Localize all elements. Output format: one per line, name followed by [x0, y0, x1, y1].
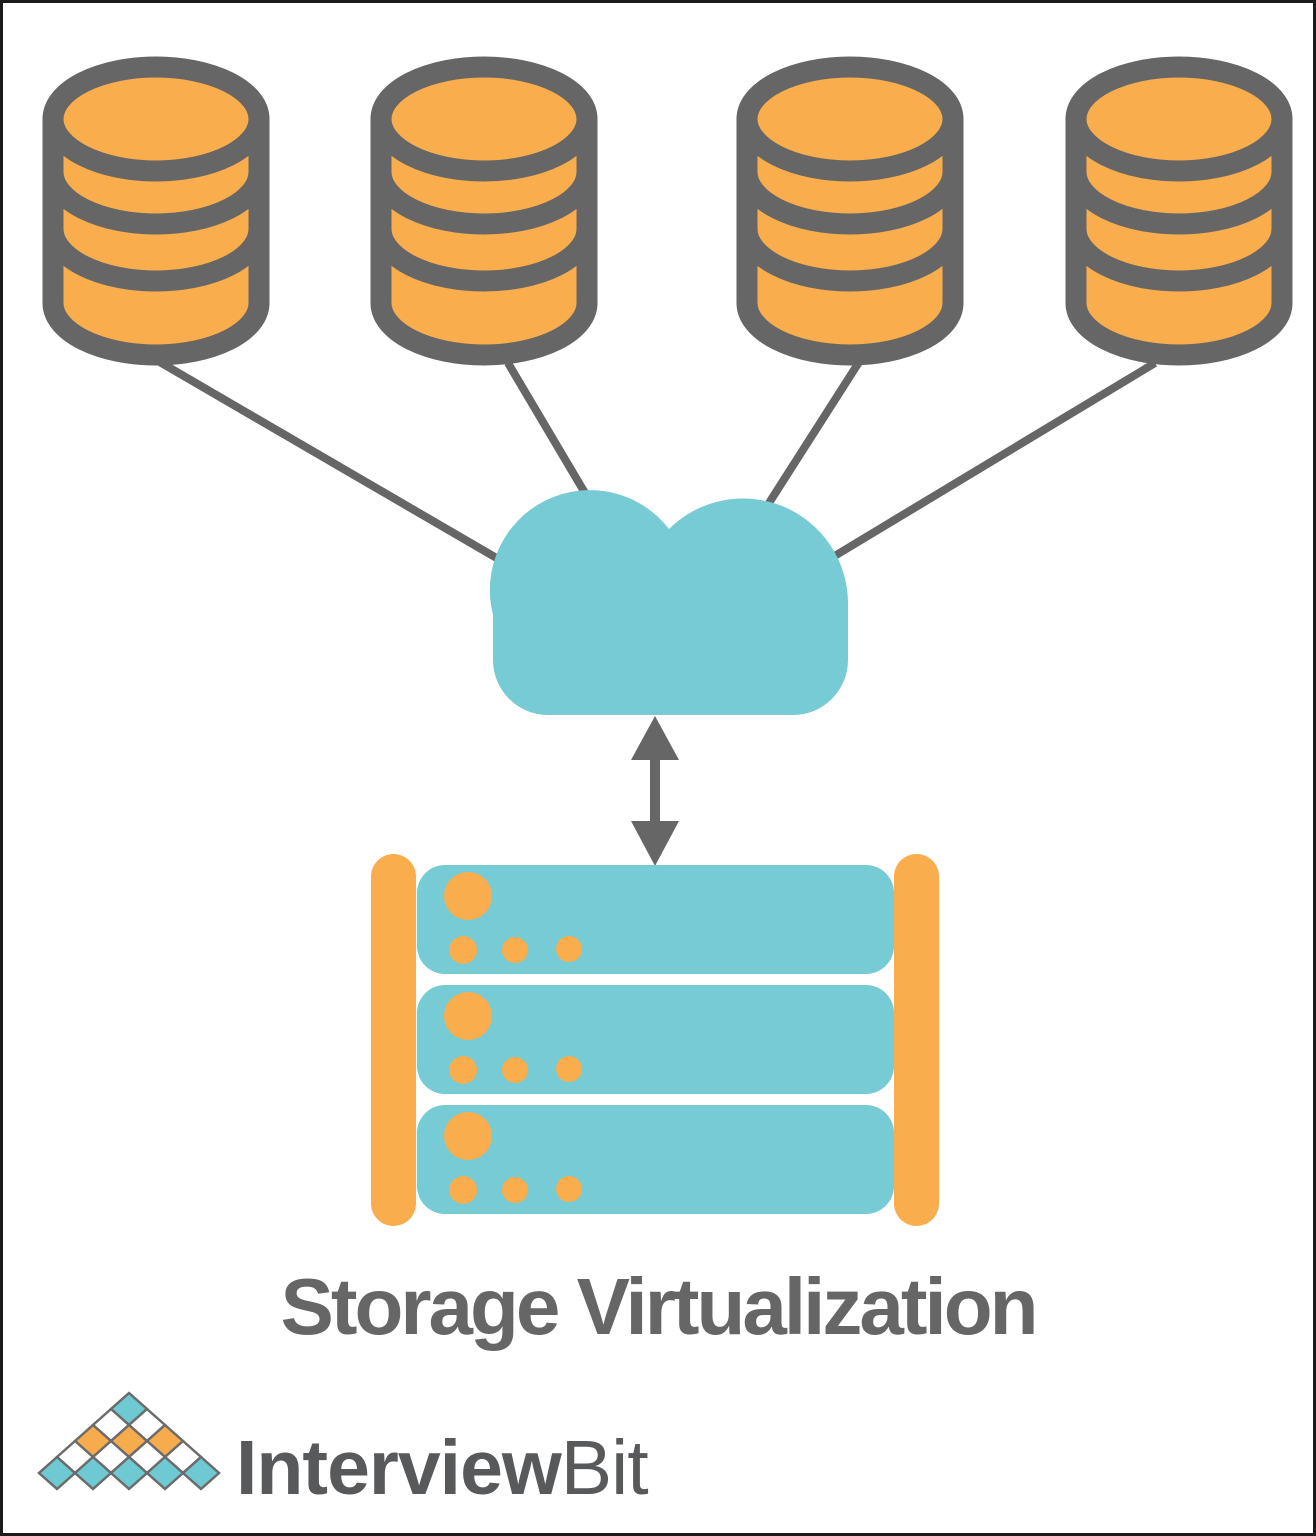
- diagram-title: Storage Virtualization: [280, 1262, 1039, 1351]
- storage-virtualization-diagram: [37, 3, 1316, 1491]
- logo-text-interview: Interview: [236, 1425, 562, 1511]
- server-led: [556, 1056, 582, 1082]
- server-led: [556, 1176, 582, 1202]
- server-led: [444, 992, 492, 1040]
- database-cylinder-icon: [1076, 67, 1282, 355]
- server-led: [502, 937, 528, 963]
- server-unit: [417, 985, 894, 1094]
- server-led: [444, 872, 492, 920]
- logo-diamond: [181, 1455, 221, 1491]
- connector-lines: [155, 356, 1158, 585]
- server-led: [502, 1057, 528, 1083]
- logo-diamond: [37, 1455, 77, 1491]
- server-unit: [417, 1105, 894, 1214]
- double-arrow-icon: [631, 716, 679, 866]
- server-rack-icon: [371, 854, 939, 1226]
- connector-line-3: [765, 356, 865, 506]
- server-led: [444, 1112, 492, 1160]
- database-icon-group: [53, 67, 1282, 355]
- connector-line-1: [155, 357, 539, 585]
- connector-line-4: [815, 359, 1158, 570]
- server-led: [449, 936, 477, 964]
- server-unit: [417, 865, 894, 974]
- logo-diamond: [109, 1455, 149, 1491]
- rack-rail-left: [371, 854, 416, 1226]
- server-led: [449, 1056, 477, 1084]
- server-led: [556, 936, 582, 962]
- database-cylinder-icon: [53, 67, 259, 355]
- server-led: [502, 1177, 528, 1203]
- logo-diamond: [145, 1455, 185, 1491]
- cloud-icon: [489, 490, 848, 715]
- interviewbit-logo-icon: [37, 1391, 221, 1491]
- server-led: [449, 1176, 477, 1204]
- logo-text-bit: Bit: [560, 1425, 649, 1511]
- interviewbit-logo: InterviewBit: [236, 1430, 649, 1507]
- database-cylinder-icon: [747, 67, 953, 355]
- database-cylinder-icon: [381, 67, 587, 355]
- rack-rail-right: [894, 854, 939, 1226]
- logo-diamond: [73, 1455, 113, 1491]
